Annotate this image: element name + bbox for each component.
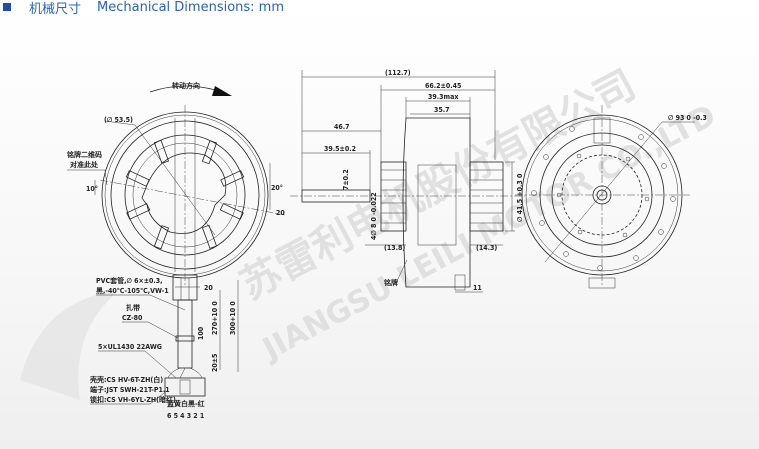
cable-dim-20-5: 20±5 [211,354,219,372]
dim-35-7: 35.7 [434,106,450,114]
dim-46-7: 46.7 [334,123,350,131]
rear-view: ∅ 93 0 -0.3 [515,105,707,289]
shaft [301,189,371,203]
front-dia-label: (∅ 53.5) [104,116,133,124]
header-bullet-icon [3,3,11,11]
hub-dia-label: ∅ 41.5 +0.3 0 [516,173,524,222]
nameplate [417,164,457,246]
cable-dim-20: 20 [204,284,213,292]
rotation-label: 转动方向 [172,81,200,90]
tie-label-1: 扎带 [126,303,140,312]
dim-66-2: 66.2±0.45 [425,82,461,90]
side-view: (112.7) 66.2±0.45 39.3max 35.7 46.7 39.5… [290,69,525,293]
wire-label: 5×UL1430 22AWG [98,343,162,351]
lock-label: 锁扣:CS VH-6YL-ZH(暗红) [89,395,176,404]
front-view: 转动方向 (∅ 53.5) 铭牌二维 [67,81,285,285]
header-title-en: Mechanical Dimensions: mm [97,0,285,15]
dim-7: 7±0.2 [342,169,350,190]
dim-11: 11 [473,284,482,292]
pvc-label-2: 黑,-40℃-105℃,VW-1 [96,286,169,295]
wire-colors-label: 蓝黄白黑-红 [167,399,205,408]
angle-10-label: 10° [86,185,98,193]
tie-label-2: CZ-80 [122,314,143,322]
cable-dim-270: 270+10 0 [211,301,219,335]
watermark-logo-icon [20,290,120,400]
rotation-arrow-icon [212,86,232,96]
dim-39-3-max: 39.3max [428,93,458,101]
cable-dim-100: 100 [197,326,205,340]
housing-label: 壳壳:CS HV-6T-ZH(白) [89,375,163,384]
front-dim-20: 20 [276,209,285,217]
dim-14-3: (14.3) [476,244,497,252]
terminal-label: 端子:JST SWH-21T-P1.1 [90,385,170,394]
header-title-cn: 机械尺寸 [29,1,82,17]
shaft-dia-label: 4∅ 8 0 -0.022 [370,192,378,240]
cable-dim-300: 300+10 0 [229,301,237,335]
angle-20-label: 20° [271,184,283,192]
nameplate-label: 铭牌 [384,278,398,287]
cable-assembly: PVC套管,∅ 6×±0.3, 黑,-40℃-105℃,VW-1 20 扎带 C… [89,274,239,420]
rear-dia-label: ∅ 93 0 -0.3 [668,114,707,122]
dim-112-7: (112.7) [385,69,411,77]
connector-icon [164,377,206,397]
marker-label-2: 对准此处 [70,160,99,169]
pin-numbers-label: 6 5 4 3 2 1 [167,412,204,420]
motor-body [402,117,471,288]
dim-13-8: (13.8) [384,244,405,252]
dim-39-5: 39.5±0.2 [324,145,356,153]
section-header: 机械尺寸 Mechanical Dimensions: mm [3,0,285,17]
marker-label-1: 铭牌二维码 [67,150,102,159]
pvc-label-1: PVC套管,∅ 6×±0.3, [96,276,163,285]
